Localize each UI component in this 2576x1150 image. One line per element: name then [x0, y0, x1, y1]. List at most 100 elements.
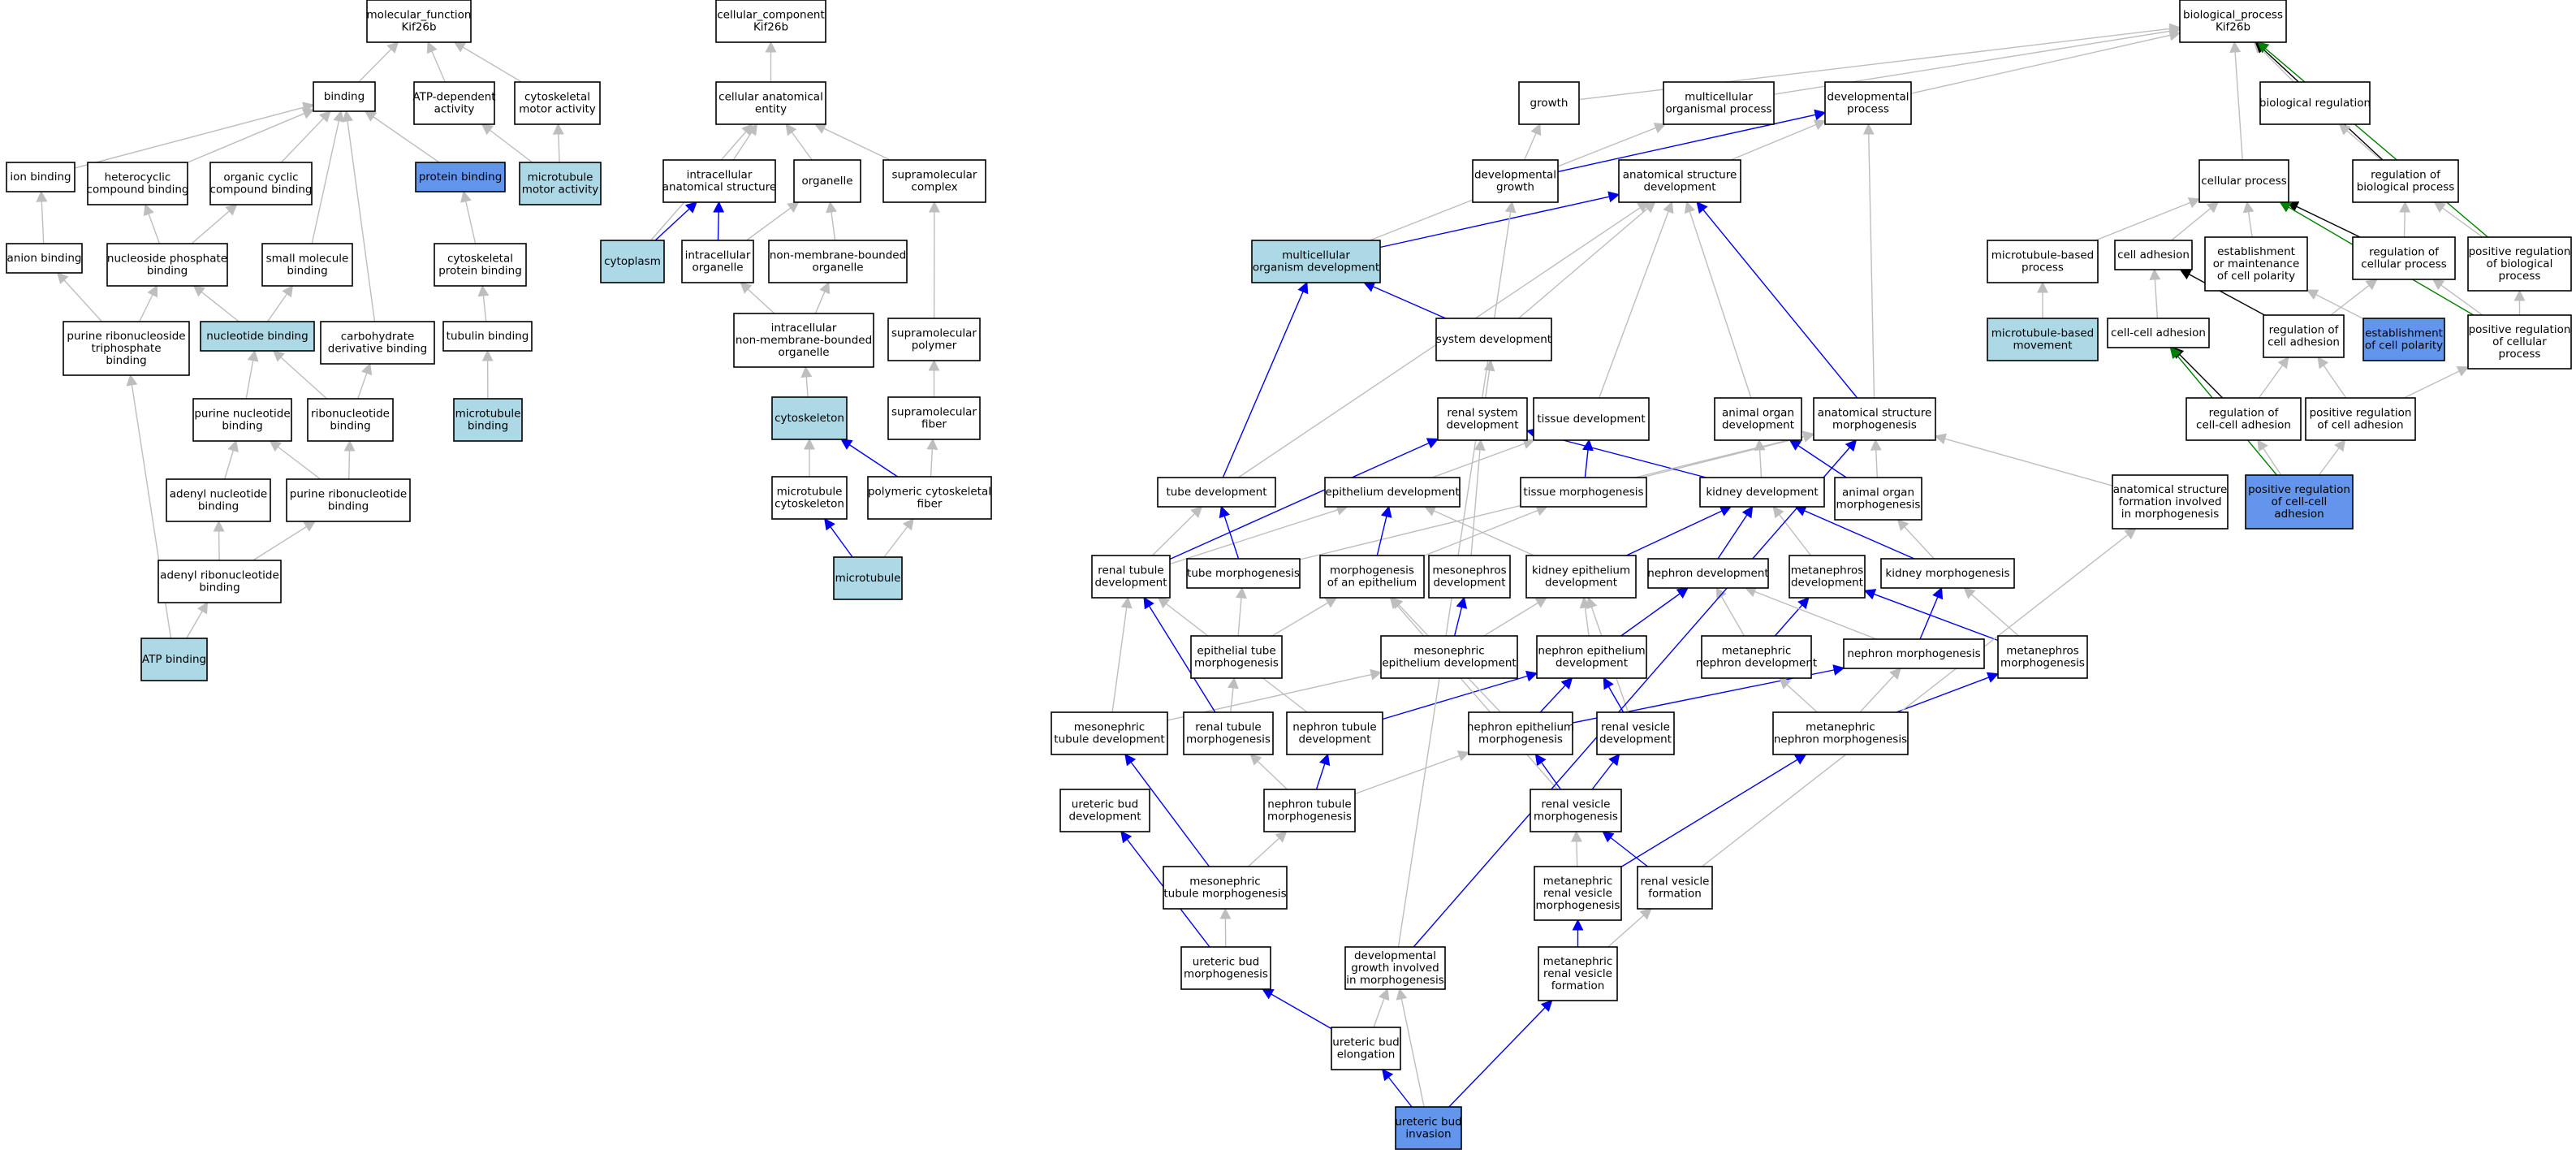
- node-tissdev: tissue development: [1533, 397, 1650, 441]
- node-box: [2186, 397, 2302, 441]
- node-label: ureteric bud: [1395, 1116, 1461, 1129]
- node-label: organelle: [778, 346, 829, 359]
- node-label: ureteric bud: [1072, 798, 1138, 811]
- node-epidev: epithelium development: [1324, 477, 1461, 508]
- node-label: cell adhesion: [2117, 249, 2190, 262]
- edge-ubi-to-ube: [1382, 1068, 1413, 1108]
- node-box: [882, 159, 986, 203]
- node-sysdev: system development: [1435, 318, 1552, 361]
- node-growth: growth: [1518, 81, 1580, 125]
- edge-ubi-to-dgim: [1396, 988, 1425, 1108]
- node-box: [793, 159, 861, 203]
- node-label: invasion: [1405, 1128, 1451, 1141]
- edge-kidepi-to-epidev: [1423, 505, 1534, 556]
- node-box: [1824, 81, 1912, 125]
- node-label: cytoskeleton: [775, 498, 844, 511]
- edge-etm-to-moe: [1271, 597, 1338, 637]
- node-label: formation: [1551, 979, 1605, 992]
- node-label: organelle: [812, 262, 863, 275]
- node-label: developmental: [1354, 949, 1436, 962]
- edge-polycyto-to-supafib: [926, 438, 938, 478]
- node-label: nucleoside phosphate: [107, 253, 227, 266]
- node-box: [1468, 711, 1573, 755]
- node-label: cellular process: [2201, 175, 2287, 188]
- node-label: in morphogenesis: [2121, 508, 2220, 521]
- node-label: development: [1556, 657, 1628, 670]
- node-box: [2352, 236, 2456, 280]
- node-label: in morphogenesis: [1346, 974, 1444, 987]
- edge-rvm-to-moe: [1389, 596, 1558, 790]
- node-label: binding: [198, 500, 239, 513]
- edge-moe-to-tissmorph: [1423, 505, 1548, 557]
- node-label: compound binding: [87, 184, 189, 197]
- edge-nucphos-to-orgcyc: [191, 204, 238, 244]
- node-label: cell-cell adhesion: [2196, 419, 2291, 432]
- node-label: microtubule-based: [1991, 327, 2095, 340]
- edge-ned-to-kidepi: [1579, 596, 1591, 637]
- node-label: intracellular: [685, 249, 751, 262]
- node-box: [1834, 477, 1922, 521]
- edge-kidepi-to-kiddev: [1626, 505, 1732, 556]
- node-box: [2352, 159, 2459, 203]
- edge-ionbind-to-binding: [74, 102, 315, 169]
- node-box: [1789, 555, 1866, 599]
- edge-orgcyc-to-binding: [280, 110, 331, 163]
- node-box: [600, 240, 665, 283]
- node-label: positive regulation: [2469, 245, 2571, 258]
- node-label: ATP binding: [142, 653, 206, 666]
- node-label: renal vesicle: [1543, 887, 1612, 900]
- node-box: [2204, 236, 2308, 292]
- node-label: non-membrane-bounded: [736, 334, 872, 347]
- edge-ube-to-dgim: [1373, 988, 1390, 1028]
- edge-rtd-to-tubedev: [1151, 506, 1203, 556]
- edge-protbind-to-binding: [364, 110, 440, 163]
- edge-smallmol-to-binding: [311, 110, 345, 244]
- node-label: morphogenesis: [1267, 811, 1352, 824]
- node-box: [1344, 946, 1446, 990]
- node-label: ATP-dependent: [412, 91, 495, 104]
- edge-asd-to-devproc: [1730, 119, 1827, 161]
- node-label: regulation of: [2209, 407, 2280, 420]
- node-box: [1701, 635, 1812, 679]
- node-box: [715, 0, 826, 43]
- node-label: process: [1847, 103, 1889, 116]
- edge-mtm-to-mtd: [1124, 753, 1210, 867]
- node-box: [2305, 397, 2416, 441]
- node-box: [366, 0, 472, 43]
- edge-devgrowth-to-growth: [1524, 123, 1542, 161]
- node-label: anatomical structure: [662, 181, 777, 194]
- node-label: renal vesicle: [1641, 875, 1710, 888]
- edge-ntm-to-rtm: [1249, 754, 1288, 790]
- edge-mrvm-to-mnm: [1620, 754, 1807, 867]
- edge-mtbp-to-cellproc: [2095, 197, 2201, 241]
- node-label: development: [1446, 419, 1518, 432]
- edge-kidmorph-to-aom: [1896, 518, 1935, 560]
- edge-purnuc-to-nucbind: [245, 349, 259, 400]
- edge-purnts-to-anion: [56, 271, 103, 322]
- node-box: [1530, 789, 1622, 832]
- node-label: microtubule: [455, 408, 521, 421]
- edge-rvf-to-rvm: [1602, 831, 1649, 867]
- node-label: epithelial tube: [1197, 645, 1275, 658]
- node-label: of cell-cell: [2272, 495, 2328, 508]
- edge-mnm-to-nephmorph: [1859, 667, 1901, 713]
- node-label: mesonephros: [1432, 564, 1506, 577]
- node-label: tubule development: [1054, 733, 1164, 746]
- node-label: organelle: [801, 175, 852, 188]
- node-label: polymeric cytoskeletal: [868, 486, 991, 499]
- node-label: morphogenesis: [1536, 899, 1620, 912]
